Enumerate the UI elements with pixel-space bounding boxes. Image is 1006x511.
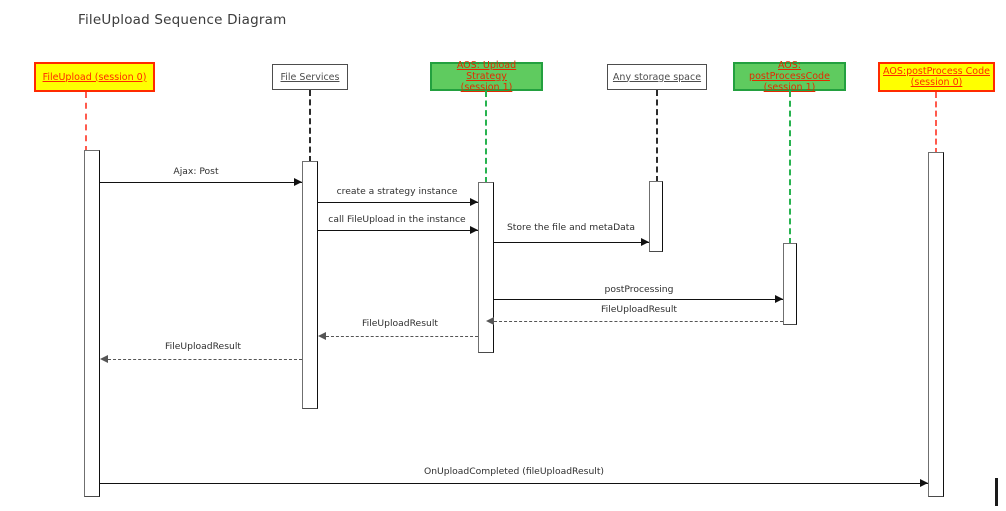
arrowhead-post-processing	[775, 295, 783, 303]
edge-marker	[995, 478, 998, 506]
message-label-fileuploadresult-to-client: FileUploadResult	[165, 341, 241, 352]
arrowhead-fileuploadresult-to-client	[100, 355, 108, 363]
message-label-store-file-metadata: Store the file and metaData	[506, 222, 636, 233]
participant-file-services[interactable]: File Services	[272, 64, 348, 90]
message-label-call-fileupload-instance: call FileUpload in the instance	[328, 214, 466, 225]
arrowhead-ajax-post	[294, 178, 302, 186]
lifeline-upload-strategy	[485, 91, 487, 183]
lifeline-storage-space	[656, 90, 658, 182]
participant-storage-space[interactable]: Any storage space	[607, 64, 707, 90]
message-line-fileuploadresult-to-services	[326, 336, 478, 337]
lifeline-file-services	[309, 90, 311, 162]
message-line-store-file-metadata	[494, 242, 649, 243]
message-line-fileuploadresult-to-client	[108, 359, 302, 360]
message-line-fileuploadresult-from-postprocess	[494, 321, 783, 322]
activation-storage-space	[649, 181, 663, 252]
participant-post-process-session0[interactable]: AOS:postProcess Code (session 0)	[878, 62, 995, 92]
participant-file-upload[interactable]: FileUpload (session 0)	[34, 62, 155, 92]
arrowhead-call-fileupload-instance	[470, 226, 478, 234]
message-line-post-processing	[494, 299, 783, 300]
message-line-on-upload-completed	[100, 483, 928, 484]
message-label-fileuploadresult-from-postprocess: FileUploadResult	[601, 304, 677, 315]
arrowhead-store-file-metadata	[641, 238, 649, 246]
message-label-fileuploadresult-to-services: FileUploadResult	[362, 318, 438, 329]
arrowhead-on-upload-completed	[920, 479, 928, 487]
page-title: FileUpload Sequence Diagram	[78, 12, 287, 28]
lifeline-file-upload	[85, 92, 87, 152]
activation-post-process-code	[783, 243, 797, 325]
participant-post-process-code[interactable]: AOS: postProcessCode (session 1)	[733, 60, 846, 93]
participant-upload-strategy[interactable]: AOS: Upload Strategy (session 1)	[430, 60, 543, 93]
activation-upload-strategy	[478, 182, 494, 353]
message-line-call-fileupload-instance	[318, 230, 478, 231]
message-line-ajax-post	[100, 182, 302, 183]
message-label-ajax-post: Ajax: Post	[173, 166, 219, 177]
lifeline-post-process-session0	[935, 92, 937, 154]
arrowhead-fileuploadresult-from-postprocess	[486, 317, 494, 325]
message-label-create-strategy-instance: create a strategy instance	[336, 186, 458, 197]
activation-file-upload	[84, 150, 100, 497]
arrowhead-create-strategy-instance	[470, 198, 478, 206]
message-line-create-strategy-instance	[318, 202, 478, 203]
message-label-on-upload-completed: OnUploadCompleted (fileUploadResult)	[423, 466, 605, 477]
arrowhead-fileuploadresult-to-services	[318, 332, 326, 340]
lifeline-post-process-code	[789, 91, 791, 244]
activation-post-process-session0	[928, 152, 944, 497]
message-label-post-processing: postProcessing	[604, 284, 674, 295]
activation-file-services	[302, 161, 318, 409]
